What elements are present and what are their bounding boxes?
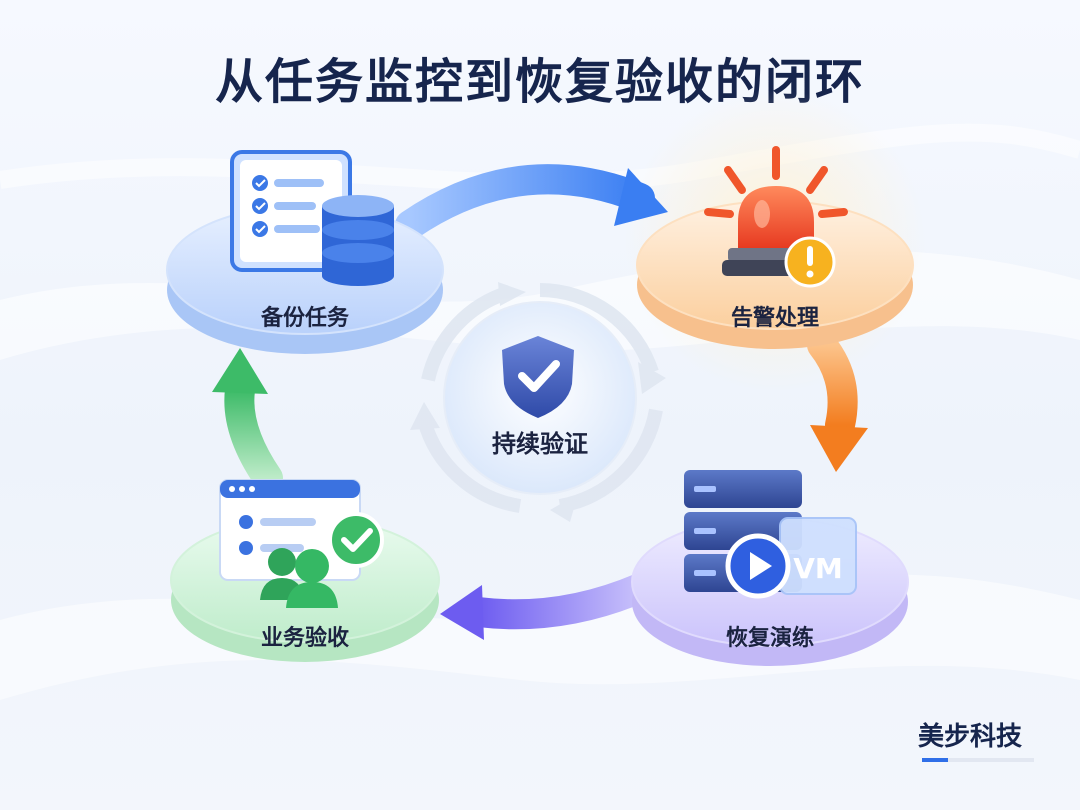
stage-alert [636, 146, 914, 349]
checklist-document-icon [230, 150, 352, 272]
brand-name: 美步科技 [918, 722, 1023, 752]
stage-label-acceptance: 业务验收 [260, 626, 349, 651]
play-button-icon [725, 533, 791, 599]
database-icon [322, 195, 394, 286]
center-label: 持续验证 [492, 430, 588, 458]
stage-label-backup: 备份任务 [260, 306, 349, 331]
stage-label-alert: 告警处理 [730, 306, 819, 331]
arrow-acceptance-to-backup [212, 348, 283, 493]
center-cycle-ring [410, 282, 666, 522]
stage-drill: VM [631, 470, 909, 666]
stage-label-drill: 恢复演练 [725, 626, 814, 651]
stage-acceptance [170, 479, 440, 662]
arrow-drill-to-acceptance [440, 573, 655, 640]
vm-text: VM [793, 552, 843, 585]
shield-check-icon [502, 336, 574, 418]
brand-underline [922, 758, 1034, 762]
arrow-alert-to-drill [807, 330, 868, 472]
stage-backup [166, 150, 444, 354]
vm-cube-icon: VM [779, 517, 857, 595]
users-icon [260, 548, 338, 608]
browser-checklist-icon [219, 479, 361, 581]
check-badge-icon [328, 512, 384, 568]
warning-exclamation-icon [784, 236, 836, 288]
arrow-backup-to-alert [395, 164, 668, 240]
